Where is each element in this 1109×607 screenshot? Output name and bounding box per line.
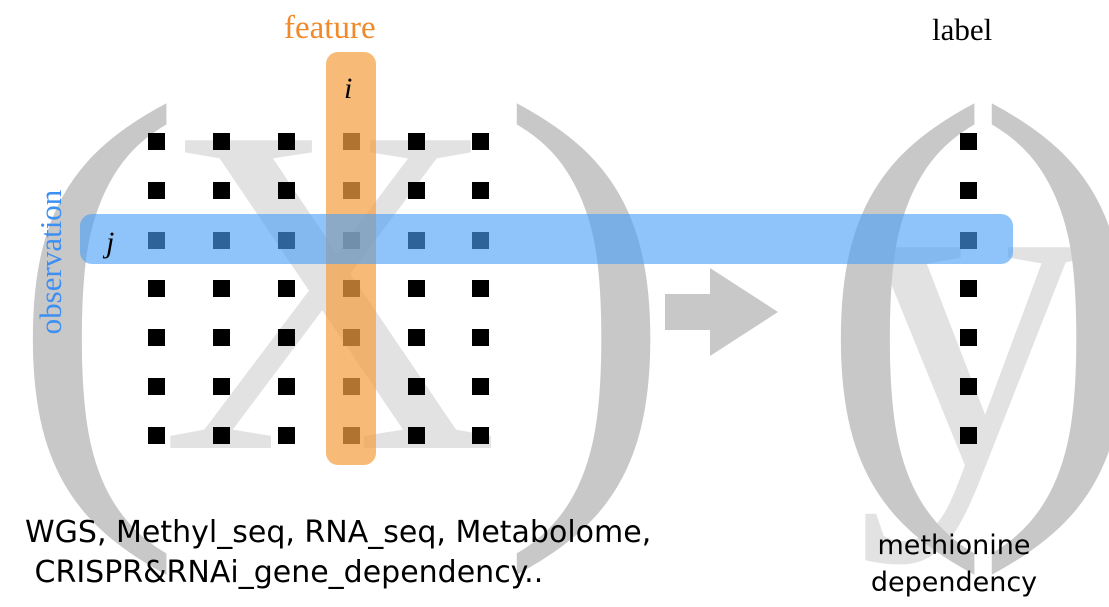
label-cell-dot [960,182,977,199]
matrix-cell-dot [148,280,165,297]
label-title: label [932,12,993,47]
matrix-cell-dot [213,378,230,395]
label-cell-dot [960,280,977,297]
matrix-cell-dot [278,182,295,199]
matrix-cell-dot [213,427,230,444]
matrix-cell-dot [213,329,230,346]
matrix-caption: WGS, Methyl_seq, RNA_seq, Metabolome, CR… [25,513,651,593]
matrix-cell-dot [472,133,489,150]
matrix-cell-dot [472,182,489,199]
label-caption-line2: dependency [870,567,1038,598]
matrix-cell-dot [408,329,425,346]
matrix-cell-dot [148,329,165,346]
label-cell-dot [960,133,977,150]
observation-title: observation [33,189,68,335]
matrix-cell-dot [278,329,295,346]
matrix-caption-line1: WGS, Methyl_seq, RNA_seq, Metabolome, [25,515,652,550]
label-caption-line1: methionine [877,530,1031,561]
matrix-cell-dot [408,280,425,297]
matrix-cell-dot [213,182,230,199]
matrix-cell-dot [148,133,165,150]
matrix-cell-dot [278,133,295,150]
matrix-cell-dot [408,182,425,199]
matrix-cell-dot [278,280,295,297]
matrix-cell-dot [472,329,489,346]
matrix-cell-dot [148,182,165,199]
matrix-cell-dot [278,427,295,444]
matrix-cell-dot [472,280,489,297]
matrix-cell-dot [408,378,425,395]
feature-index: i [344,72,353,105]
matrix-cell-dot [408,427,425,444]
matrix-cell-dot [148,427,165,444]
matrix-caption-line2: CRISPR&RNAi_gene_dependency.. [25,555,544,590]
matrix-cell-dot [472,427,489,444]
label-cell-dot [960,378,977,395]
matrix-cell-dot [148,378,165,395]
matrix-cell-dot [213,133,230,150]
vector-right-paren: ) [975,30,1109,550]
matrix-cell-dot [278,378,295,395]
matrix-right-paren: ) [500,2,674,577]
observation-row-highlight [80,214,1013,264]
matrix-cell-dot [472,378,489,395]
matrix-cell-dot [408,133,425,150]
right-arrow-icon [665,268,778,356]
feature-title: feature [284,10,376,46]
observation-index: j [106,226,115,259]
label-cell-dot [960,427,977,444]
label-cell-dot [960,329,977,346]
label-caption: methionine dependency [868,527,1040,601]
matrix-cell-dot [213,280,230,297]
